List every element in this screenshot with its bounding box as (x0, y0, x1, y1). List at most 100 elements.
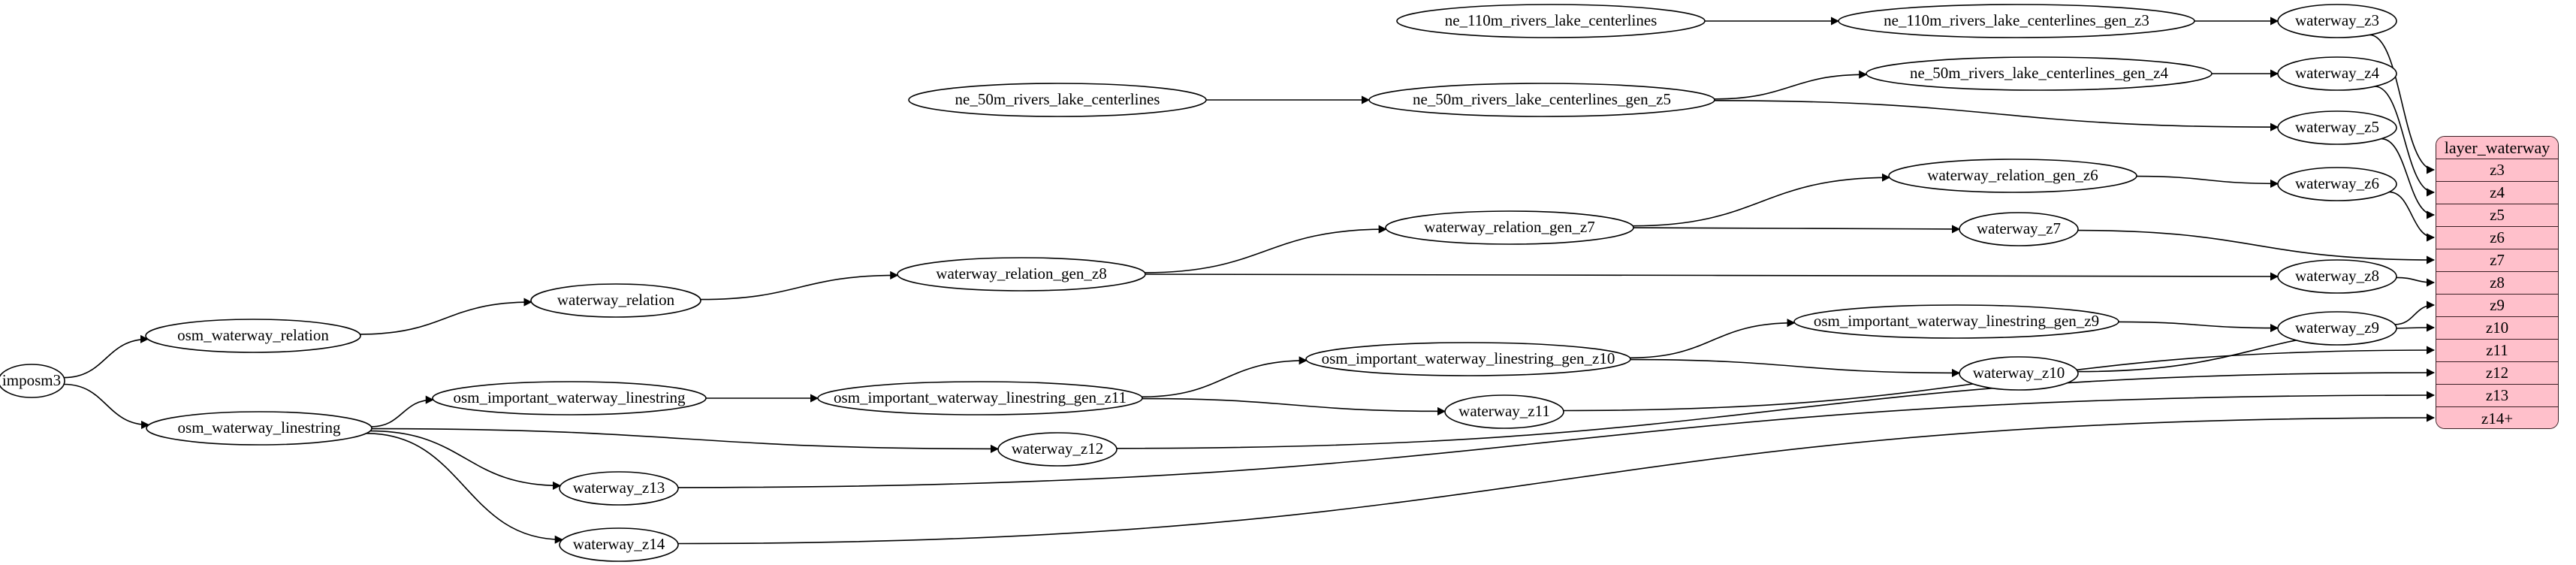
node-shape-waterway_z4[interactable] (2277, 56, 2397, 91)
node-waterway_z8[interactable]: waterway_z8 (2277, 259, 2397, 294)
edge-osm_waterway_linestring-to-waterway_z12 (371, 428, 1000, 453)
node-osm_waterway_linestring[interactable]: osm_waterway_linestring (146, 411, 373, 446)
legend-row-z7[interactable]: z7 (2436, 249, 2558, 272)
node-shape-ne_50m_rivers_lake_centerlines[interactable] (908, 83, 1207, 117)
edge-waterway_z8-to-layer_z8 (2396, 276, 2436, 287)
edge-osm_waterway_linestring-to-osm_important_waterway_linestring (371, 395, 434, 428)
node-osm_important_waterway_linestring_gen_z11[interactable]: osm_important_waterway_linestring_gen_z1… (817, 381, 1143, 415)
edge-osm_waterway_linestring-to-waterway_z13 (370, 430, 562, 490)
node-shape-osm_waterway_relation[interactable] (145, 319, 361, 353)
node-shape-ne_110m_rivers_lake_centerlines[interactable] (1396, 4, 1706, 38)
node-osm_important_waterway_linestring[interactable]: osm_important_waterway_linestring (432, 381, 707, 415)
node-shape-waterway_relation_gen_z8[interactable] (897, 257, 1146, 292)
node-waterway_z6[interactable]: waterway_z6 (2277, 167, 2397, 201)
node-osm_important_waterway_linestring_gen_z9[interactable]: osm_important_waterway_linestring_gen_z9 (1793, 304, 2119, 339)
node-shape-waterway_z7[interactable] (1959, 212, 2079, 246)
edge-waterway_relation_gen_z8-to-waterway_z8 (1145, 272, 2279, 281)
node-waterway_relation_gen_z6[interactable]: waterway_relation_gen_z6 (1888, 159, 2137, 193)
node-ne_110m_rivers_lake_centerlines[interactable]: ne_110m_rivers_lake_centerlines (1396, 4, 1706, 38)
edge-imposm3-to-osm_waterway_relation (64, 334, 149, 379)
node-shape-waterway_z13[interactable] (559, 471, 679, 506)
node-waterway_z5[interactable]: waterway_z5 (2277, 110, 2397, 145)
edge-osm_waterway_relation-to-waterway_relation (360, 298, 532, 335)
node-waterway_z9[interactable]: waterway_z9 (2277, 311, 2397, 346)
legend-row-z13[interactable]: z13 (2436, 385, 2558, 407)
node-shape-waterway_z11[interactable] (1444, 394, 1564, 429)
node-shape-waterway_z9[interactable] (2277, 311, 2397, 346)
edge-osm_important_waterway_linestring_gen_z10-to-osm_important_waterway_linestring_gen_z9 (1630, 319, 1796, 359)
edge-waterway_z13-to-layer_z13 (677, 391, 2436, 488)
node-shape-waterway_z12[interactable] (997, 432, 1118, 467)
edge-waterway_z14-to-layer_z14plus (677, 413, 2436, 545)
legend-title: layer_waterway (2436, 137, 2558, 159)
edge-waterway_relation_gen_z6-to-waterway_z6 (2136, 175, 2279, 188)
edge-ne_50m_rivers_lake_centerlines_gen_z5-to-ne_50m_rivers_lake_centerlines_gen_z4 (1714, 70, 1868, 100)
edge-ne_50m_rivers_lake_centerlines_gen_z5-to-waterway_z5 (1714, 100, 2279, 131)
edge-waterway_z3-to-layer_z3 (2369, 34, 2436, 174)
edge-osm_important_waterway_linestring_gen_z9-to-waterway_z9 (2118, 321, 2279, 333)
node-waterway_z4[interactable]: waterway_z4 (2277, 56, 2397, 91)
node-shape-waterway_z3[interactable] (2277, 4, 2397, 38)
edge-waterway_relation-to-waterway_relation_gen_z8 (700, 270, 899, 301)
node-waterway_z14[interactable]: waterway_z14 (559, 527, 679, 562)
node-shape-osm_important_waterway_linestring[interactable] (432, 381, 707, 415)
legend-row-z11[interactable]: z11 (2436, 340, 2558, 362)
edge-osm_important_waterway_linestring_gen_z11-to-osm_important_waterway_linestring_gen_z10 (1142, 356, 1308, 397)
node-waterway_z11[interactable]: waterway_z11 (1444, 394, 1564, 429)
node-shape-ne_50m_rivers_lake_centerlines_gen_z5[interactable] (1368, 83, 1715, 117)
edge-osm_important_waterway_linestring_gen_z10-to-waterway_z10 (1630, 358, 1961, 377)
node-osm_waterway_relation[interactable]: osm_waterway_relation (145, 319, 361, 353)
node-shape-waterway_z5[interactable] (2277, 110, 2397, 145)
node-shape-osm_important_waterway_linestring_gen_z9[interactable] (1793, 304, 2119, 339)
node-shape-waterway_z6[interactable] (2277, 167, 2397, 201)
legend-row-z9[interactable]: z9 (2436, 295, 2558, 317)
nodes-layer: imposm3 osm_waterway_relation osm_waterway… (0, 4, 2397, 562)
legend-row-z12[interactable]: z12 (2436, 362, 2558, 385)
node-waterway_z7[interactable]: waterway_z7 (1959, 212, 2079, 246)
node-ne_110m_rivers_lake_centerlines_gen_z3[interactable]: ne_110m_rivers_lake_centerlines_gen_z3 (1838, 4, 2195, 38)
edge-osm_waterway_linestring-to-waterway_z14 (366, 433, 563, 544)
node-shape-waterway_relation_gen_z6[interactable] (1888, 159, 2137, 193)
node-shape-waterway_relation_gen_z7[interactable] (1385, 210, 1634, 245)
edge-waterway_z5-to-layer_z5 (2381, 137, 2436, 219)
legend-row-z14p[interactable]: z14+ (2436, 407, 2558, 428)
legend-row-z8[interactable]: z8 (2436, 272, 2558, 295)
node-shape-osm_important_waterway_linestring_gen_z11[interactable] (817, 381, 1143, 415)
legend-row-z6[interactable]: z6 (2436, 227, 2558, 249)
node-shape-ne_110m_rivers_lake_centerlines_gen_z3[interactable] (1838, 4, 2195, 38)
node-waterway_z3[interactable]: waterway_z3 (2277, 4, 2397, 38)
legend-row-z4[interactable]: z4 (2436, 182, 2558, 204)
edge-waterway_z12-to-layer_z12 (1116, 368, 2436, 449)
legend-layer-waterway[interactable]: layer_waterway z3 z4 z5 z6 z7 z8 z9 z10 … (2436, 136, 2559, 429)
node-shape-osm_waterway_linestring[interactable] (146, 411, 373, 446)
edge-waterway_z4-to-layer_z4 (2374, 86, 2436, 197)
edge-waterway_relation_gen_z7-to-waterway_z7 (1633, 225, 1961, 234)
node-shape-osm_important_waterway_linestring_gen_z10[interactable] (1305, 342, 1631, 376)
legend-row-z5[interactable]: z5 (2436, 204, 2558, 227)
node-osm_important_waterway_linestring_gen_z10[interactable]: osm_important_waterway_linestring_gen_z1… (1305, 342, 1631, 376)
node-shape-imposm3[interactable] (0, 364, 65, 398)
node-shape-ne_50m_rivers_lake_centerlines_gen_z4[interactable] (1866, 56, 2213, 91)
edge-waterway_relation_gen_z7-to-waterway_relation_gen_z6 (1633, 173, 1891, 227)
node-shape-waterway_z14[interactable] (559, 527, 679, 562)
node-ne_50m_rivers_lake_centerlines_gen_z4[interactable]: ne_50m_rivers_lake_centerlines_gen_z4 (1866, 56, 2213, 91)
node-waterway_z10[interactable]: waterway_z10 (1959, 356, 2079, 391)
legend-row-z3[interactable]: z3 (2436, 159, 2558, 182)
node-waterway_relation_gen_z7[interactable]: waterway_relation_gen_z7 (1385, 210, 1634, 245)
node-imposm3[interactable]: imposm3 (0, 364, 65, 398)
node-ne_50m_rivers_lake_centerlines[interactable]: ne_50m_rivers_lake_centerlines (908, 83, 1207, 117)
node-waterway_relation_gen_z8[interactable]: waterway_relation_gen_z8 (897, 257, 1146, 292)
node-shape-waterway_z8[interactable] (2277, 259, 2397, 294)
node-waterway_relation[interactable]: waterway_relation (530, 283, 701, 318)
node-ne_50m_rivers_lake_centerlines_gen_z5[interactable]: ne_50m_rivers_lake_centerlines_gen_z5 (1368, 83, 1715, 117)
edges-layer (64, 17, 2436, 545)
node-waterway_z13[interactable]: waterway_z13 (559, 471, 679, 506)
legend-row-z10[interactable]: z10 (2436, 317, 2558, 340)
node-waterway_z12[interactable]: waterway_z12 (997, 432, 1118, 467)
node-shape-waterway_relation[interactable] (530, 283, 701, 318)
edge-waterway_z9-to-layer_z9 (2394, 301, 2436, 325)
edge-waterway_z7-to-layer_z7 (2077, 229, 2436, 264)
node-shape-waterway_z10[interactable] (1959, 356, 2079, 391)
